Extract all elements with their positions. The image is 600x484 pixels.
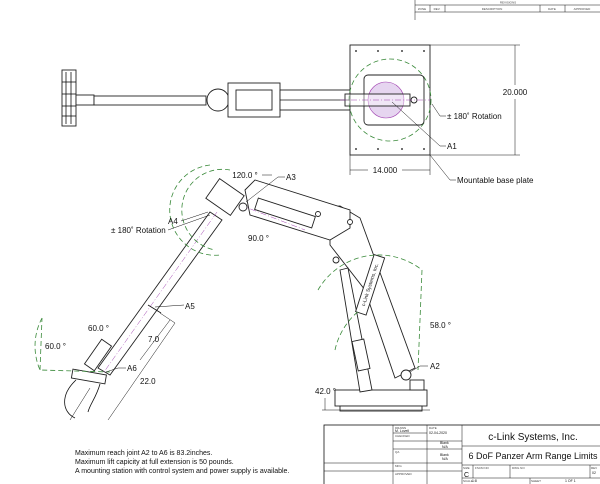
elbow-beam xyxy=(244,179,351,241)
revision-title: REVISIONS xyxy=(500,1,516,5)
dimension-14: 14.000 xyxy=(349,155,431,175)
fscm-label: FSCM NO xyxy=(475,466,489,470)
a1-label: A1 xyxy=(447,142,457,151)
rev-label: REV xyxy=(591,466,597,470)
a6-lower-angle-label: 60.0 ° xyxy=(45,342,66,351)
a2-lower-angle-label: 42.0 ° xyxy=(315,387,336,396)
top-view-elbow xyxy=(206,82,351,118)
qa-label: QA xyxy=(395,450,399,454)
drawn-label: DRAWN xyxy=(395,426,406,430)
size-label: SIZE xyxy=(463,466,470,470)
side-base xyxy=(322,379,430,412)
a6-label: A6 xyxy=(127,364,137,373)
drawing-title: 6 DoF Panzer Arm Range Limits xyxy=(468,451,598,461)
height-dimension: 20.000 xyxy=(503,88,528,97)
scale-value: 1:8 xyxy=(472,479,477,483)
top-view-gripper xyxy=(61,69,95,127)
qa-value: Blank xyxy=(440,453,449,457)
rev-value: 02 xyxy=(592,471,596,475)
top-view: 20.000 14.000 ± 180˚ Rotation A1 Mountab… xyxy=(61,44,534,185)
width-dimension: 14.000 xyxy=(373,166,398,175)
qa-na: N/A xyxy=(442,457,449,461)
sheet-value: 1 OF 1 xyxy=(565,479,576,483)
dim-22-label: 22.0 xyxy=(140,377,156,386)
a5-label: A5 xyxy=(185,302,195,311)
a3-angle-label: 120.0 ° xyxy=(232,171,257,180)
checked-na: N/A xyxy=(442,445,449,449)
sheet-label: SHEET xyxy=(531,479,541,483)
a2-lower-range-arc xyxy=(334,309,361,351)
a4-range-arc xyxy=(169,164,221,256)
dim-7-label: 7.0 xyxy=(148,335,160,344)
checked-value: Blank xyxy=(440,441,449,445)
mfg-label: MFG xyxy=(395,464,402,468)
a4-angle-label: 90.0 ° xyxy=(248,234,269,243)
top-rotation-label: ± 180˚ Rotation xyxy=(447,112,502,121)
checked-label: CHECKED xyxy=(395,434,411,438)
a2-upper-angle-label: 58.0 ° xyxy=(430,321,451,330)
notes: Maximum reach joint A2 to A6 is 83.2inch… xyxy=(75,450,289,475)
company-name: c-Link Systems, Inc. xyxy=(488,432,577,443)
a6-upper-angle-label: 60.0 ° xyxy=(88,324,109,333)
a2-joint xyxy=(400,369,412,381)
note-2: Maximum lift capicity at full extension … xyxy=(75,459,234,466)
a3-joint xyxy=(238,202,248,212)
approved-label: APPROVED xyxy=(395,472,413,476)
a2-label: A2 xyxy=(430,362,440,371)
rev-col-rev: REV. xyxy=(434,7,441,11)
a2-upper-range-arc xyxy=(317,254,423,291)
top-view-forearm xyxy=(93,95,207,106)
note-1: Maximum reach joint A2 to A6 is 83.2inch… xyxy=(75,450,212,457)
dimension-7: 7.0 xyxy=(139,312,176,361)
note-3: A mounting station with control system a… xyxy=(75,468,289,475)
rev-col-description: DESCRIPTION xyxy=(482,7,503,11)
date-label: DATE xyxy=(429,426,437,430)
gripper xyxy=(64,338,113,421)
scale-label: SCALE xyxy=(463,479,473,483)
a4-label: A4 xyxy=(168,217,178,226)
size-value: C xyxy=(464,472,469,479)
rev-col-approved: APPROVED xyxy=(574,7,592,11)
title-block: DRAWN M. Lovell DATE 02-04-2020 CHECKED … xyxy=(323,424,600,484)
a3-range-arc xyxy=(181,168,231,251)
dimension-20: 20.000 xyxy=(430,44,528,156)
drawn-date: 02-04-2020 xyxy=(429,431,447,435)
base-plate-bolts xyxy=(355,50,425,150)
dwg-label: DWG NO xyxy=(512,466,525,470)
dimension-22: 22.0 xyxy=(107,322,176,421)
side-view: c-Link Systems, Inc. xyxy=(34,164,451,421)
revision-table: REVISIONS ZONE REV. DESCRIPTION DATE APP… xyxy=(414,0,600,20)
a4-rotation-label: ± 180˚ Rotation xyxy=(111,226,166,235)
wrist-housing xyxy=(205,177,245,217)
rev-col-zone: ZONE xyxy=(418,7,426,11)
drawn-by: M. Lovell xyxy=(395,429,409,433)
base-plate-label: Mountable base plate xyxy=(457,176,534,185)
a3-label: A3 xyxy=(286,173,296,182)
rev-col-date: DATE xyxy=(548,7,556,11)
forearm xyxy=(97,211,223,376)
elbow-actuator xyxy=(254,197,316,229)
